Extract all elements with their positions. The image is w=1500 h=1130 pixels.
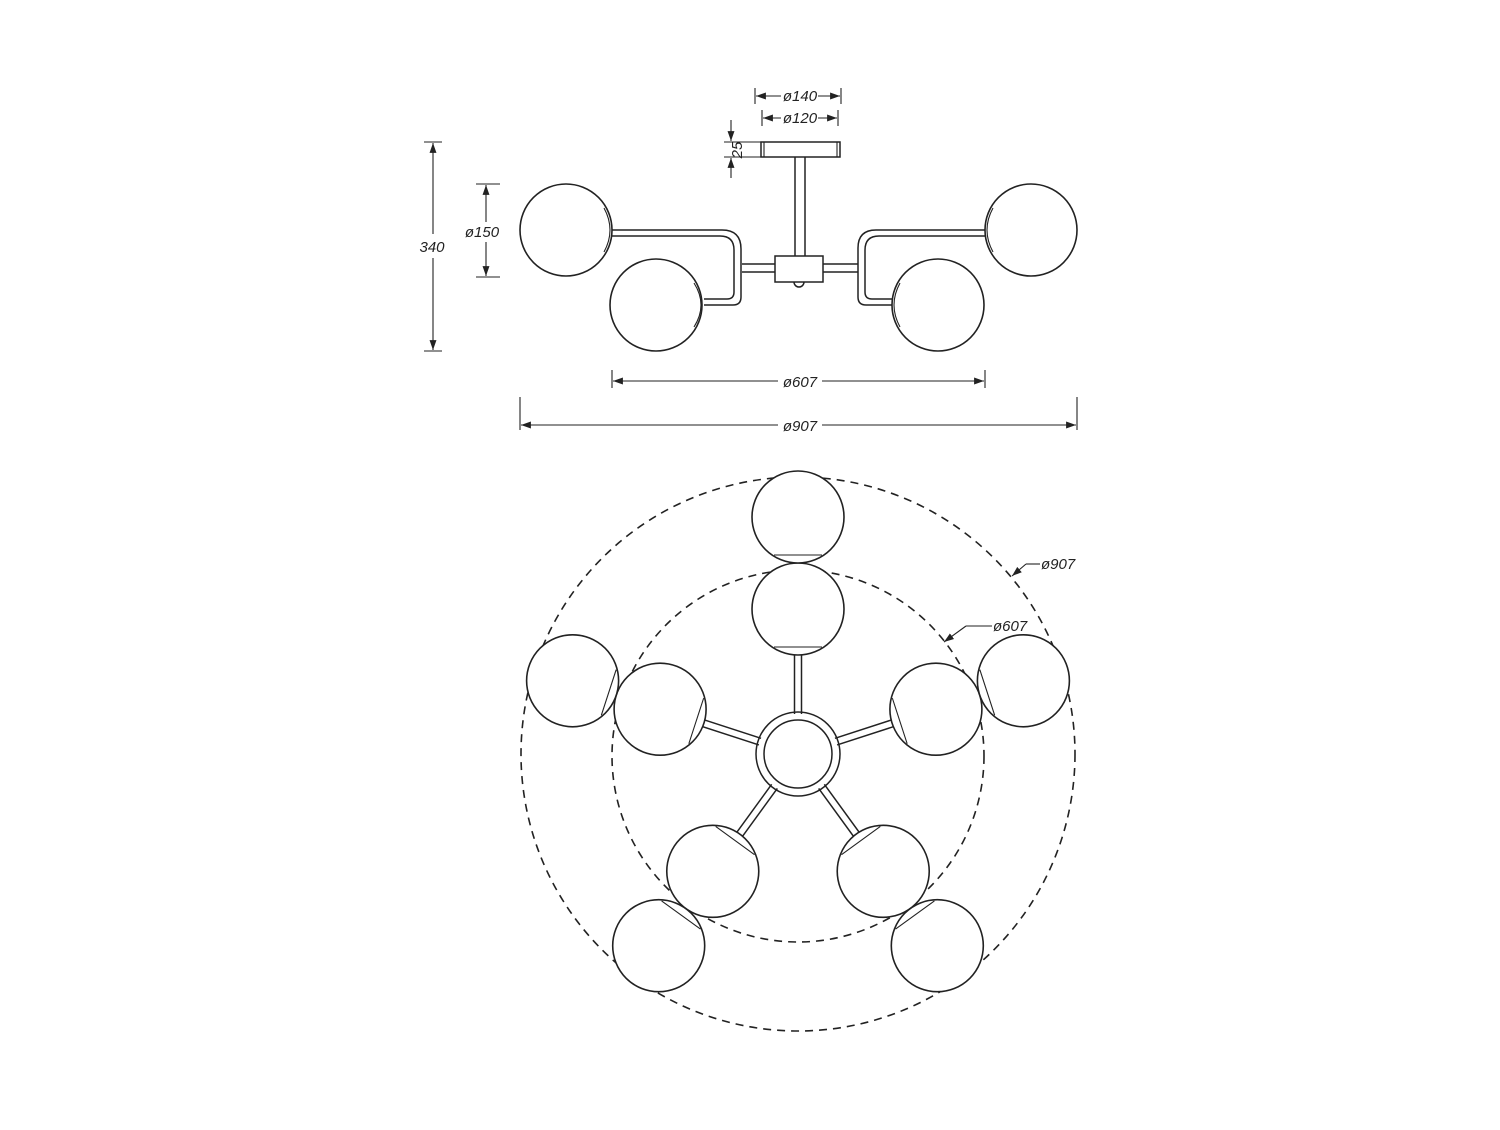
globes <box>525 470 1071 993</box>
globe-inner-right <box>889 662 983 756</box>
dim-inner-span-label: ø607 <box>783 374 818 391</box>
globe-side-outer-right <box>984 183 1078 277</box>
top-view <box>520 470 1076 1032</box>
dimension-canopy-outer: ø140 <box>754 88 842 105</box>
dim-outer-span-label: ø907 <box>783 418 818 435</box>
dimension-inner-span: ø607 <box>611 370 986 391</box>
globe-inner-lower-left <box>665 824 760 919</box>
dimension-canopy-inner: ø120 <box>761 110 839 127</box>
hub-finial <box>793 281 805 288</box>
globe-side-outer-left <box>519 183 613 277</box>
globe-outer-upper-left <box>525 633 620 728</box>
globe-outer-lower-left <box>611 898 706 993</box>
dim-canopy-outer-label: ø140 <box>783 88 818 105</box>
globe-outer-top <box>751 470 845 564</box>
globe-side-inner-right <box>891 258 985 352</box>
globe-inner-top <box>751 562 845 656</box>
globe-side-inner-left <box>609 258 703 352</box>
side-view <box>519 141 1078 352</box>
inner-circle-label: ø607 <box>993 618 1028 635</box>
dimension-canopy-height: 25 <box>724 120 762 178</box>
arm-left <box>611 229 742 306</box>
dimension-outer-span: ø907 <box>519 397 1078 435</box>
hub-inner-ring <box>763 719 833 789</box>
globe-outer-right <box>976 633 1071 728</box>
outer-circle-label: ø907 <box>1041 556 1076 573</box>
dimension-total-height: 340 <box>419 141 445 352</box>
leader-inner-circle: ø607 <box>943 618 1028 643</box>
globe-inner-bottom <box>836 824 931 919</box>
dim-canopy-inner-label: ø120 <box>783 110 818 127</box>
leader-outer-circle: ø907 <box>1011 556 1076 577</box>
inner-circle <box>611 569 985 943</box>
hub-outer-ring <box>755 711 841 797</box>
dim-canopy-height-label: 25 <box>729 141 746 159</box>
globe-outer-bottom <box>890 898 985 993</box>
dim-total-height-label: 340 <box>419 239 445 256</box>
canopy <box>760 141 841 158</box>
dim-globe-diameter-label: ø150 <box>465 224 500 241</box>
arm-right <box>857 229 985 306</box>
hub <box>774 255 824 283</box>
globe-inner-upper-left <box>613 662 707 756</box>
dimension-globe-diameter: ø150 <box>465 183 500 278</box>
